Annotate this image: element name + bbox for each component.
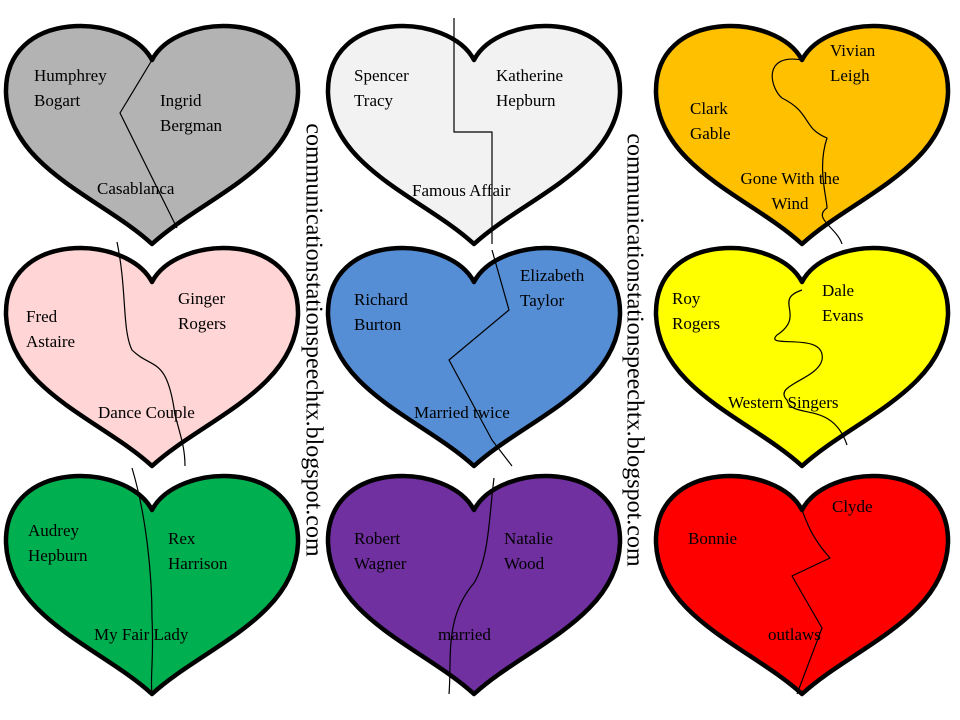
heart-name-right: Dale Evans xyxy=(822,281,864,325)
heart-split-line xyxy=(791,509,831,695)
heart-name-left: Bonnie xyxy=(688,529,738,548)
heart-name-right: Natalie Wood xyxy=(504,529,554,573)
heart-shape xyxy=(325,473,623,697)
heart-name-left: Fred Astaire xyxy=(26,307,76,351)
heart-shape xyxy=(325,245,623,469)
heart-graphic xyxy=(3,23,301,247)
heart-graphic xyxy=(653,245,951,469)
heart-caption: married xyxy=(438,625,491,644)
heart-name-right: Vivian Leigh xyxy=(830,41,876,85)
heart-name-left: Richard Burton xyxy=(354,290,408,334)
heart-graphic xyxy=(3,241,301,469)
heart-shape xyxy=(653,245,951,469)
heart-shape xyxy=(325,23,623,247)
heart-shape xyxy=(653,23,951,247)
heart-graphic xyxy=(653,473,951,697)
heart-caption: My Fair Lady xyxy=(94,625,189,644)
heart-shape xyxy=(3,23,301,247)
heart-graphic xyxy=(325,245,623,469)
heart-caption: outlaws xyxy=(768,625,821,644)
heart-name-left: Audrey Hepburn xyxy=(28,521,88,565)
heart-name-right: Elizabeth Taylor xyxy=(520,266,585,310)
heart-name-right: Ginger Rogers xyxy=(178,289,227,333)
heart-wagner-wood: Robert Wagner Natalie Wood married xyxy=(324,458,624,698)
heart-name-right: Clyde xyxy=(832,497,873,516)
heart-graphic xyxy=(325,18,623,247)
heart-caption: Casablanca xyxy=(97,179,175,198)
heart-name-right: Katherine Hepburn xyxy=(496,66,564,110)
heart-split-line xyxy=(119,59,178,229)
heart-name-right: Rex Harrison xyxy=(168,529,228,573)
heart-name-left: Roy Rogers xyxy=(672,289,721,333)
heart-caption: Western Singers xyxy=(728,393,839,412)
heart-split-line xyxy=(448,249,513,467)
heart-split-line xyxy=(448,477,495,695)
heart-split-line xyxy=(771,58,843,245)
heart-name-left: Clark Gable xyxy=(690,99,731,143)
heart-name-left: Robert Wagner xyxy=(354,529,407,573)
heart-shape xyxy=(3,245,301,469)
heart-caption: Gone With the Wind xyxy=(740,169,840,213)
blog-watermark-right: communicationstationspeechtx.blogspot.co… xyxy=(621,133,648,567)
heart-split-line xyxy=(453,18,493,244)
heart-graphic xyxy=(653,23,951,247)
heart-name-left: Spencer Tracy xyxy=(354,66,409,110)
heart-name-left: Humphrey Bogart xyxy=(34,66,107,110)
heart-graphic xyxy=(3,467,301,697)
heart-name-right: Ingrid Bergman xyxy=(160,91,223,135)
heart-hepburn-harrison: Audrey Hepburn Rex Harrison My Fair Lady xyxy=(2,458,302,698)
heart-caption: Famous Affair xyxy=(412,181,511,200)
heart-shape xyxy=(653,473,951,697)
heart-caption: Dance Couple xyxy=(98,403,195,422)
heart-bonnie-clyde: Bonnie Clyde outlaws xyxy=(652,458,952,698)
heart-split-line xyxy=(774,289,848,446)
heart-split-line xyxy=(116,241,186,467)
heart-caption: Married twice xyxy=(414,403,510,422)
heart-graphic xyxy=(325,473,623,697)
heart-split-line xyxy=(131,467,154,695)
blog-watermark-left: communicationstationspeechtx.blogspot.co… xyxy=(300,123,327,557)
